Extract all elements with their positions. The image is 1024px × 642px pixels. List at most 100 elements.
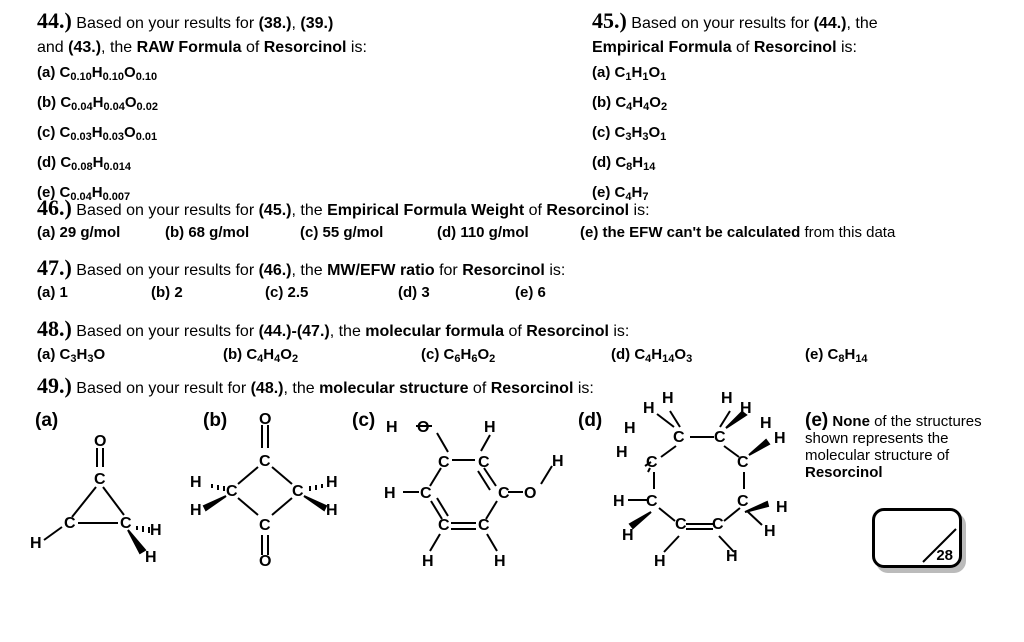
q48-text: Based on your results for (71, 323, 259, 340)
q47-text: for (434, 262, 463, 279)
q44-text: , the (101, 39, 137, 56)
q45-text: is: (836, 39, 857, 56)
q47-option-c[interactable]: (c) 2.5 (265, 284, 309, 301)
atom-c: C (259, 517, 271, 534)
q44-ref: (43.) (68, 39, 102, 56)
q46-option-b[interactable]: (b) 68 g/mol (165, 224, 250, 241)
badge-corner-icon (922, 528, 957, 563)
formula-element: O (477, 346, 490, 363)
formula-subscript: 0.02 (136, 101, 158, 113)
structure-a-bonds (43, 448, 150, 555)
q49-label-b[interactable]: (b) (203, 410, 228, 431)
q45-option-c-formula: C3H3O1 (615, 124, 667, 143)
q46-option-e[interactable]: (e) the EFW can't be calculated from thi… (580, 224, 895, 241)
atom-c: C (120, 515, 132, 532)
q44-option-c[interactable]: (c) C0.03H0.03O0.01 (37, 120, 557, 150)
formula-element: C (59, 184, 71, 201)
q46-option-d[interactable]: (d) 110 g/mol (437, 224, 529, 241)
q44-option-a[interactable]: (a) C0.10H0.10O0.10 (37, 60, 557, 90)
formula-element: H (76, 346, 88, 363)
formula-subscript: 14 (643, 161, 656, 173)
formula-element: C (615, 94, 627, 111)
q48-option-b[interactable]: (b) C4H4O2 (223, 342, 298, 372)
atom-h: H (760, 415, 772, 432)
q49-label-a[interactable]: (a) (35, 410, 59, 431)
formula-subscript: 1 (660, 71, 667, 83)
formula-subscript: 1 (660, 131, 667, 143)
formula-subscript: 0.03 (102, 131, 125, 143)
atom-h: H (552, 453, 564, 470)
q44-text: and (37, 39, 69, 56)
q48-option-d[interactable]: (d) C4H14O3 (611, 342, 692, 372)
question-44: 44.) Based on your results for (38.), (3… (37, 10, 557, 210)
atom-o: O (524, 485, 536, 502)
formula-subscript: 0.04 (71, 101, 93, 113)
q49-text: is: (573, 380, 594, 397)
q46-keyword: Resorcinol (546, 202, 630, 219)
atom-o: O (259, 553, 271, 570)
atom-h: H (386, 419, 398, 436)
formula-subscript: 3 (70, 353, 77, 365)
q45-option-b[interactable]: (b) C4H4O2 (592, 90, 1012, 120)
q44-option-d[interactable]: (d) C0.08H0.014 (37, 150, 557, 180)
formula-subscript: 4 (643, 101, 650, 113)
q48-option-e[interactable]: (e) C8H14 (805, 342, 868, 372)
q49-label-d[interactable]: (d) (578, 410, 603, 431)
q45-option-c[interactable]: (c) C3H3O1 (592, 120, 1012, 150)
q48-option-e-formula: C8H14 (828, 346, 868, 365)
q45-option-a[interactable]: (a) C1H1O1 (592, 60, 1012, 90)
atom-c: C (64, 515, 76, 532)
q49-option-e[interactable]: (e) None of the structures shown represe… (805, 411, 1020, 481)
formula-element: H (844, 346, 856, 363)
q44-option-e[interactable]: (e) C0.04H0.007 (37, 180, 557, 210)
formula-subscript: 4 (626, 101, 633, 113)
q44-option-d-label: (d) (37, 154, 61, 171)
formula-subscript: 0.03 (70, 131, 92, 143)
q48-option-c[interactable]: (c) C6H6O2 (421, 342, 495, 372)
q46-option-a[interactable]: (a) 29 g/mol (37, 224, 121, 241)
q49-label-c[interactable]: (c) (352, 410, 376, 431)
atom-h: H (654, 553, 666, 570)
q45-keyword: Empirical Formula (592, 39, 732, 56)
q45-prompt-line1: 45.) Based on your results for (44.), th… (592, 10, 1012, 35)
q47-option-d[interactable]: (d) 3 (398, 284, 430, 301)
q47-option-b[interactable]: (b) 2 (151, 284, 183, 301)
atom-h: H (764, 523, 776, 540)
q44-prompt-line1: 44.) Based on your results for (38.), (3… (37, 10, 557, 35)
atom-c: C (438, 454, 450, 471)
formula-subscript: 0.04 (103, 101, 125, 113)
formula-element: C (615, 154, 627, 171)
formula-subscript: 8 (626, 161, 633, 173)
q48-option-b-formula: C4H4O2 (246, 346, 298, 365)
atom-h: H (484, 419, 496, 436)
q48-text: of (504, 323, 527, 340)
q48-option-b-label: (b) (223, 346, 247, 363)
q48-text: , the (329, 323, 366, 340)
atom-h: H (774, 430, 786, 447)
q45-option-b-label: (b) (592, 94, 616, 111)
q46-text: of (524, 202, 547, 219)
q49-ref: (48.) (250, 380, 284, 397)
q44-keyword: Resorcinol (263, 39, 347, 56)
q45-option-d-label: (d) (592, 154, 616, 171)
q47-option-a[interactable]: (a) 1 (37, 284, 68, 301)
atom-c: C (498, 485, 510, 502)
atom-c: C (478, 517, 490, 534)
q47-option-e[interactable]: (e) 6 (515, 284, 546, 301)
atom-o: O (417, 419, 429, 436)
atom-h: H (616, 444, 628, 461)
question-47-prompt: 47.) Based on your results for (46.), th… (37, 257, 565, 282)
formula-subscript: 1 (642, 71, 649, 83)
q47-number: 47.) (37, 255, 72, 280)
formula-subscript: 4 (274, 353, 281, 365)
atom-h: H (494, 553, 506, 570)
q44-option-b[interactable]: (b) C0.04H0.04O0.02 (37, 90, 557, 120)
atom-o: O (259, 411, 271, 428)
structure-c-bonds (403, 425, 553, 552)
q45-option-d[interactable]: (d) C8H14 (592, 150, 1012, 180)
q46-option-c[interactable]: (c) 55 g/mol (300, 224, 384, 241)
q45-option-e[interactable]: (e) C4H7 (592, 180, 1012, 210)
atom-c: C (420, 485, 432, 502)
q48-option-a[interactable]: (a) C3H3O (37, 342, 105, 372)
